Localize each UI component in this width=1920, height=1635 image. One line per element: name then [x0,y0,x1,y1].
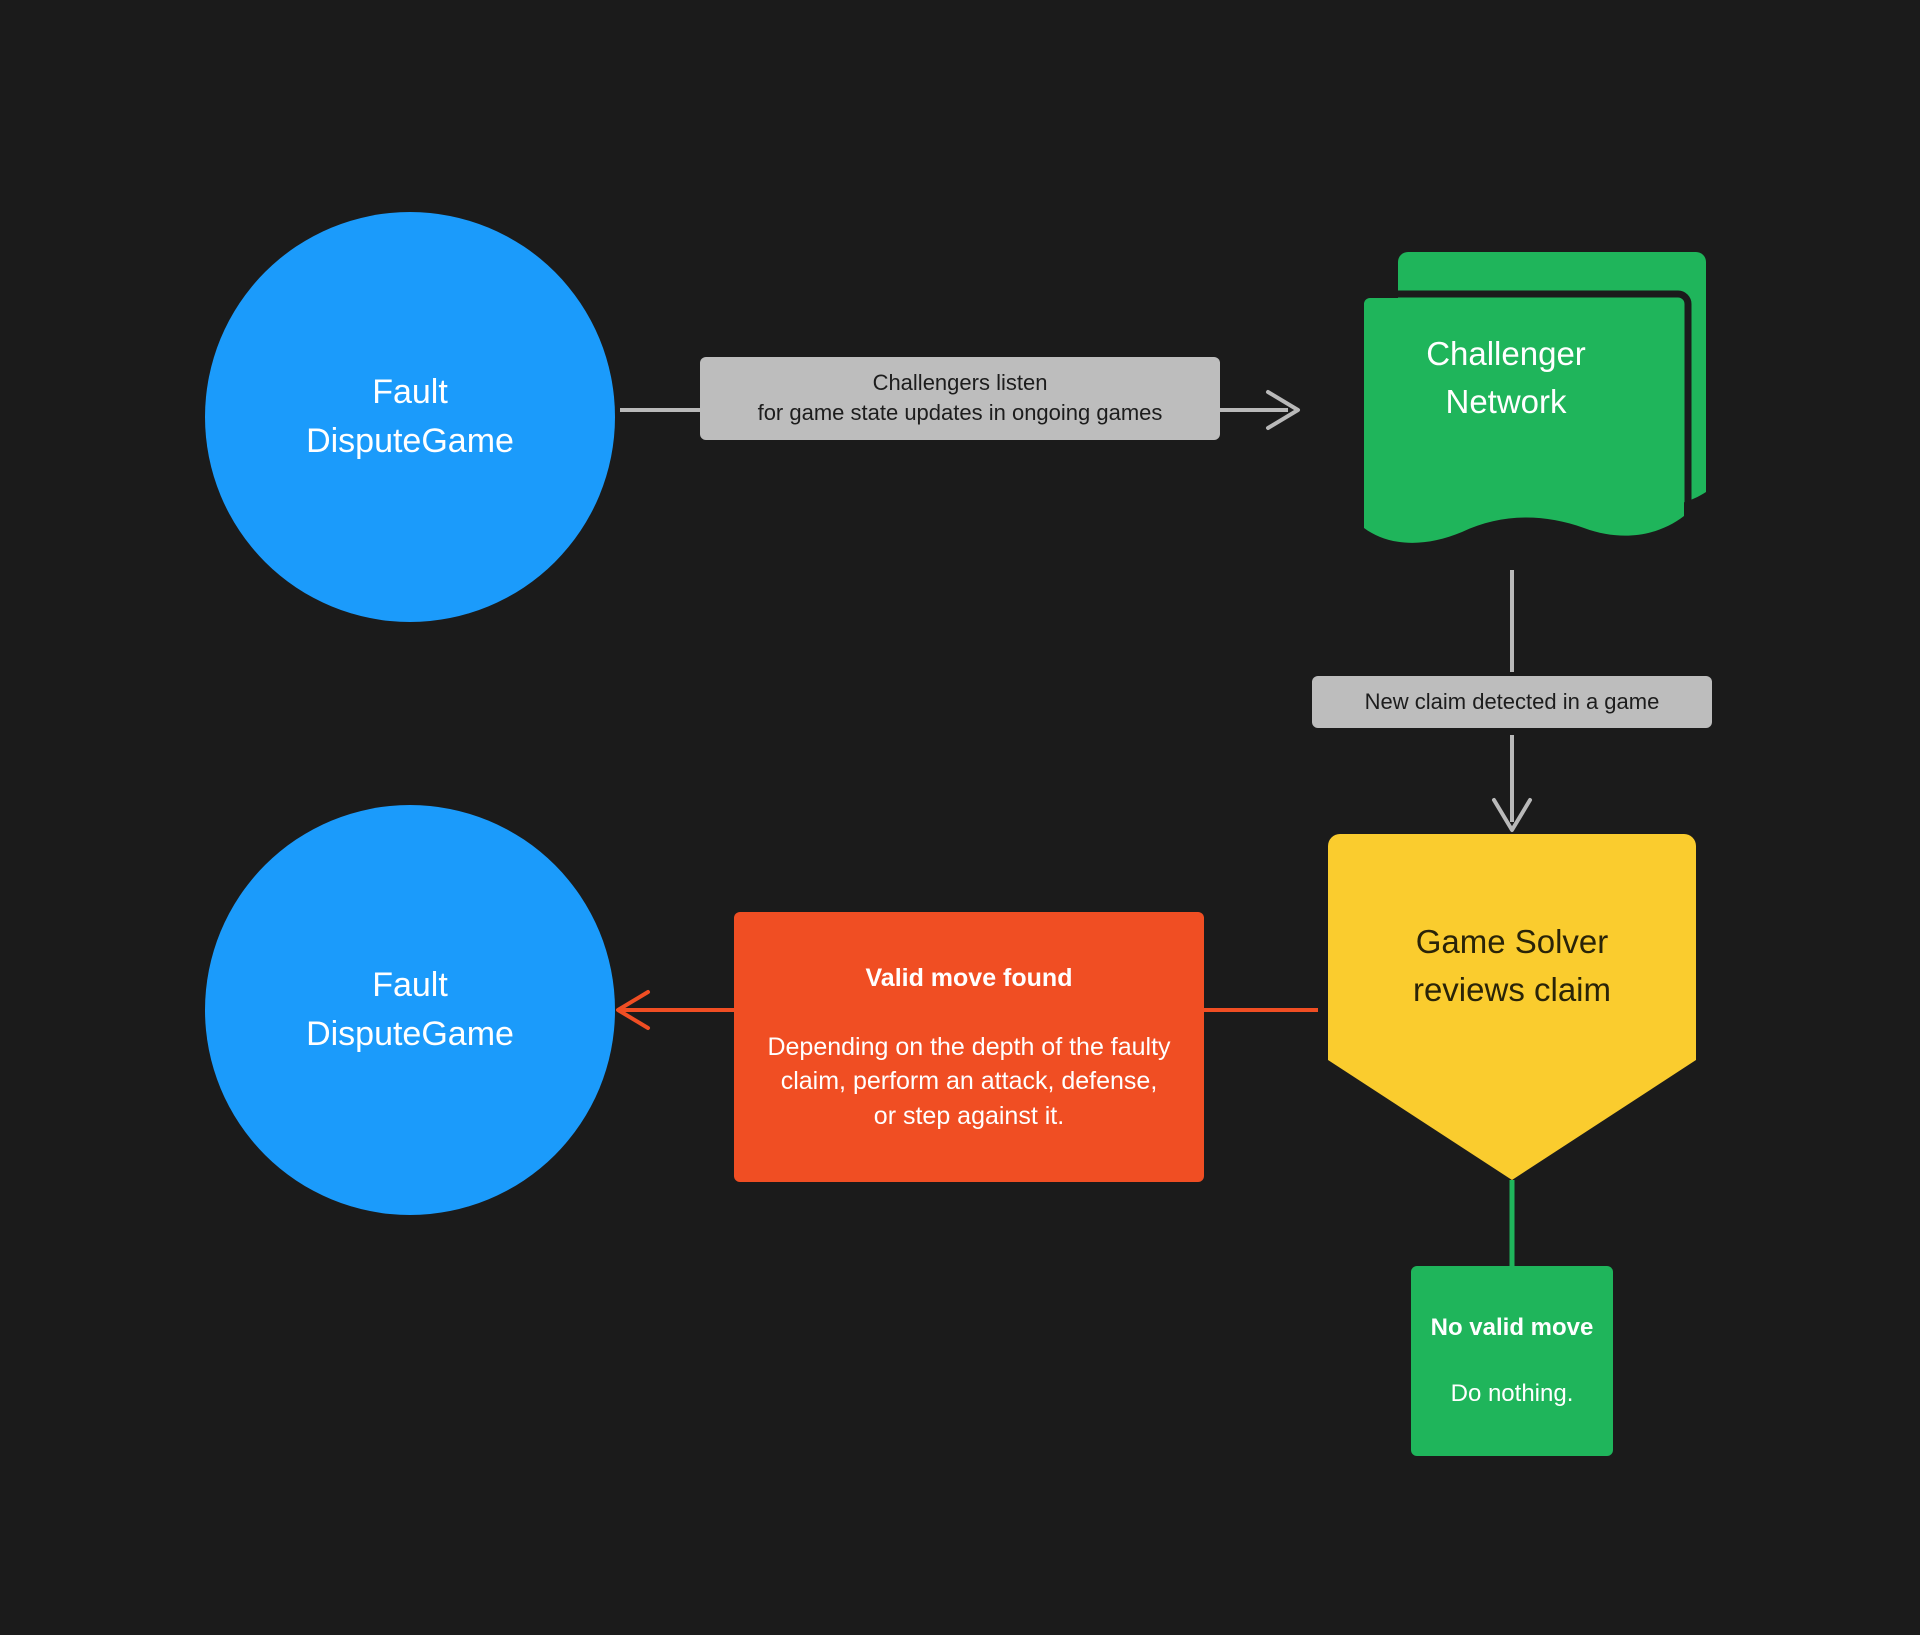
edge-arrowhead-newclaim [1492,798,1532,832]
edge-arrowhead-listen [1266,390,1300,430]
edge-label-valid-move-found: Valid move found Depending on the depth … [734,912,1204,1182]
edge-label-new-claim-detected: New claim detected in a game [1312,676,1712,729]
node-challenger-network[interactable]: Challenger Network [1300,248,1712,568]
node-fault-dispute-game-bottom-label: Fault DisputeGame [306,965,514,1053]
edge-label-challengers-listen: Challengers listen for game state update… [700,357,1220,440]
edge-label-no-valid-move-heading: No valid move [1430,1314,1594,1342]
edge-label-valid-move-body: Depending on the depth of the faulty cla… [767,1032,1171,1130]
edge-label-no-valid-move: No valid move Do nothing. [1411,1266,1613,1456]
node-fault-dispute-game-top[interactable]: Fault DisputeGame [205,212,615,622]
edge-label-valid-move-heading: Valid move found [865,963,1073,992]
shield-shape [1328,834,1696,1180]
node-game-solver[interactable]: Game Solver reviews claim [1318,832,1706,1184]
node-challenger-network-label: Challenger Network [1426,335,1586,420]
node-fault-dispute-game-top-label: Fault DisputeGame [306,372,514,460]
document-stack-icon [1310,252,1706,543]
node-fault-dispute-game-bottom[interactable]: Fault DisputeGame [205,805,615,1215]
edge-arrowhead-validmove [616,990,650,1030]
edge-label-no-valid-move-body: Do nothing. [1450,1380,1574,1408]
node-game-solver-label: Game Solver reviews claim [1412,923,1612,1008]
